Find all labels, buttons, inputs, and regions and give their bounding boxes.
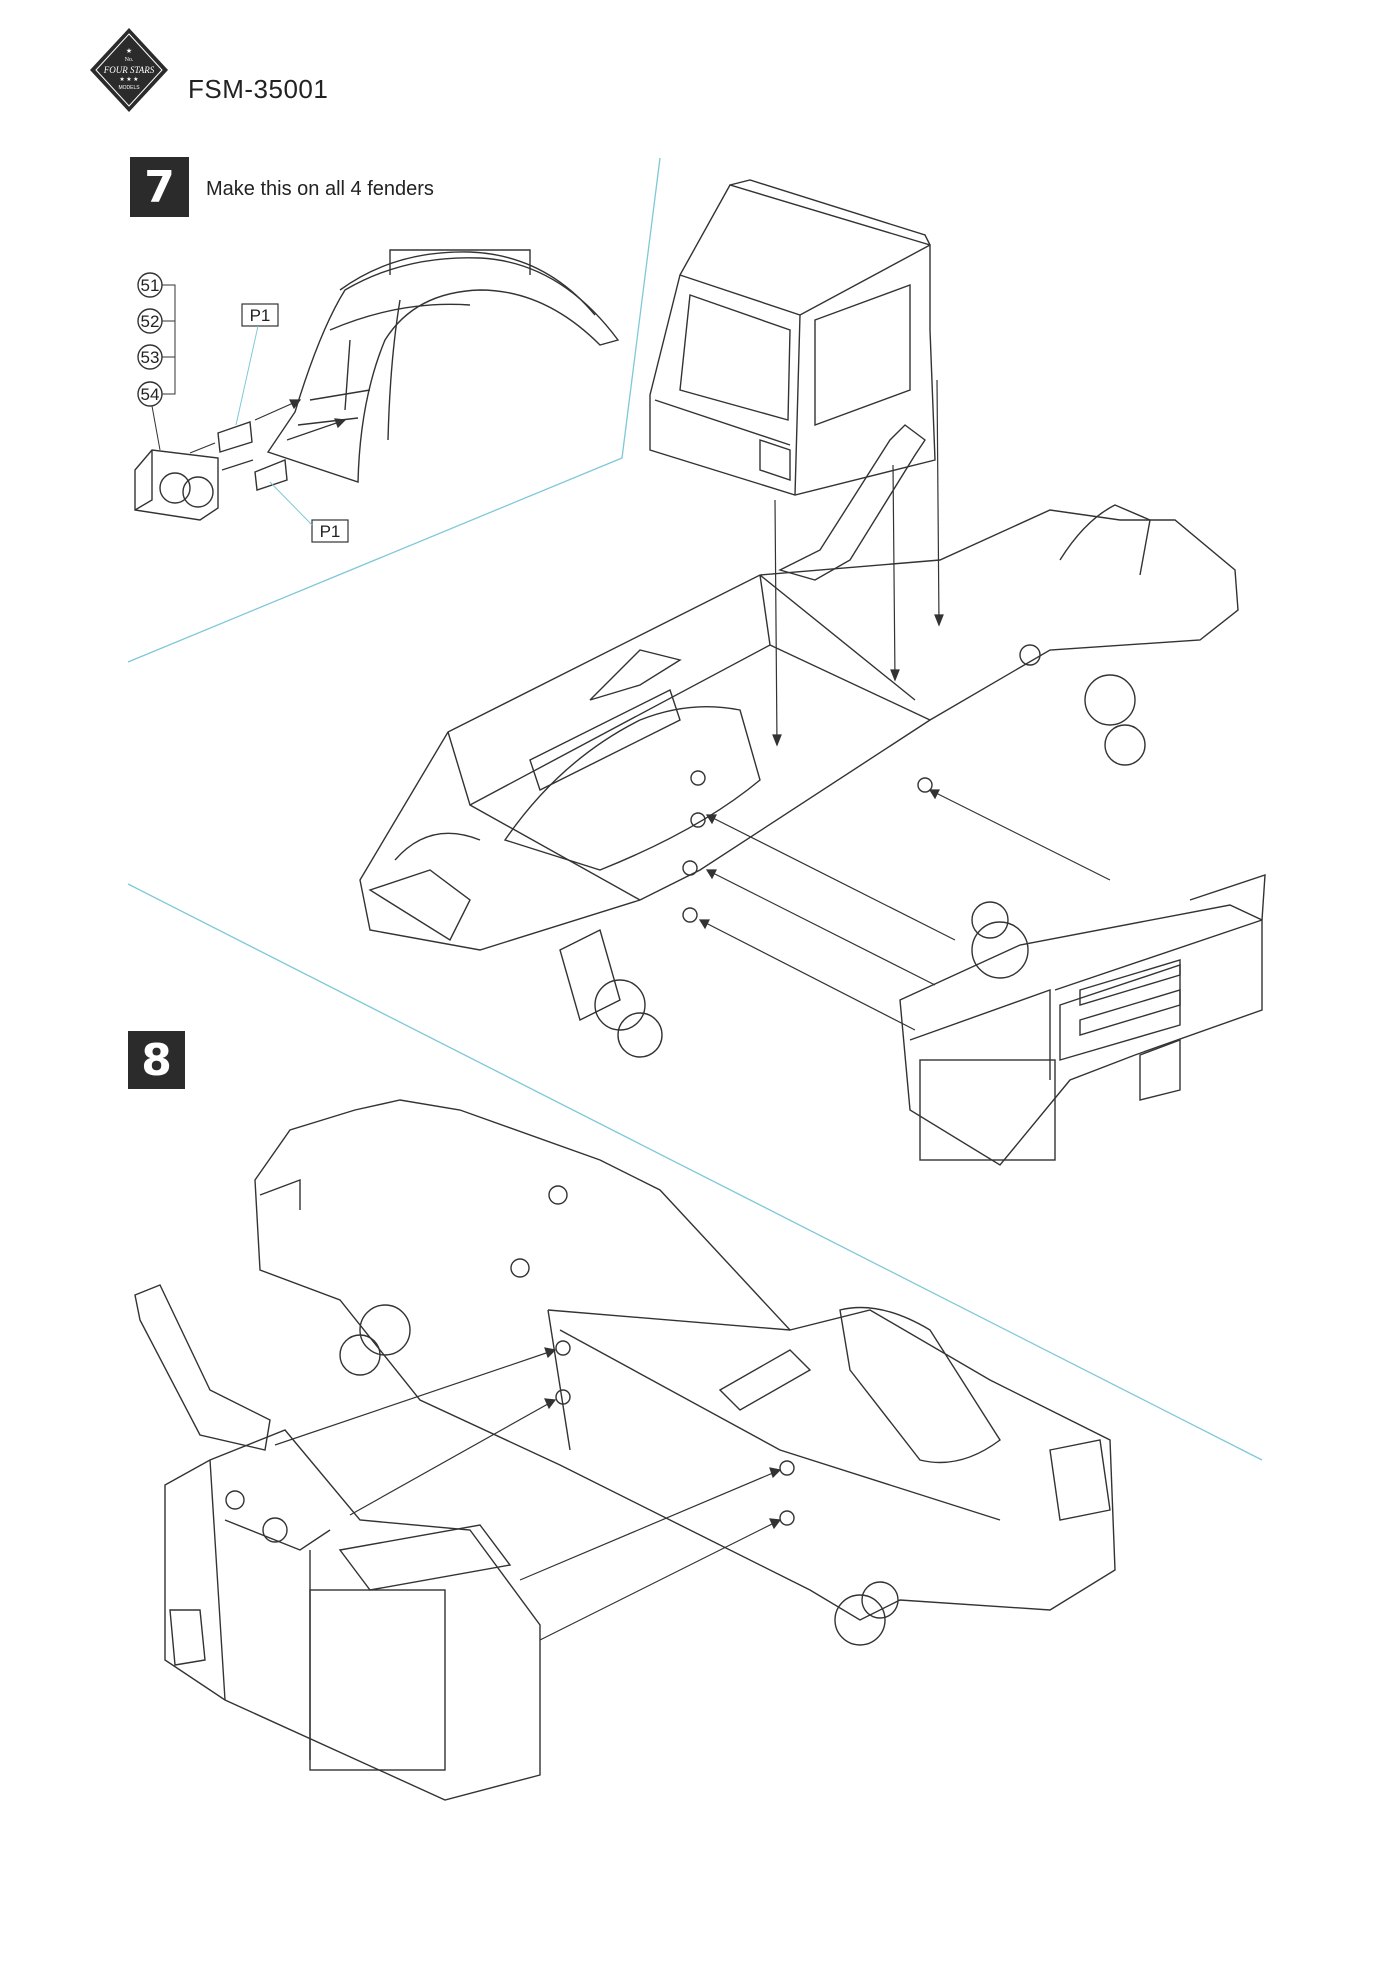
exhaust-pipe-step-7: [589, 424, 926, 701]
fender-arrows: [189, 399, 347, 471]
cab: [649, 179, 936, 496]
engine-module: [899, 874, 1266, 1166]
svg-text:53: 53: [141, 348, 160, 367]
section-dividers: [127, 157, 1263, 1461]
assembly-arrows-step-8: [274, 1347, 782, 1641]
fender-assembly: [266, 249, 620, 483]
frame-step-7: [359, 504, 1239, 1058]
step-7-badge: 7: [130, 157, 189, 217]
part-callouts: 51 52 53 54: [137, 272, 176, 451]
headlight-housing: [134, 449, 219, 521]
svg-text:52: 52: [141, 312, 160, 331]
exhaust-pipe-step-8: [134, 1284, 271, 1451]
svg-text:MODELS: MODELS: [118, 85, 140, 91]
svg-text:No.: No.: [125, 57, 134, 63]
page-header: ★ No. FOUR STARS ★ ★ ★ MODELS FSM-35001: [88, 26, 508, 116]
step-7-instruction: Make this on all 4 fenders: [206, 178, 434, 200]
svg-text:P1: P1: [250, 306, 271, 325]
frame-step-8: [254, 1099, 1116, 1646]
four-stars-logo: ★ No. FOUR STARS ★ ★ ★ MODELS: [90, 28, 168, 112]
engine-module-step-8: [164, 1429, 541, 1801]
assembly-arrows-step-7: [698, 379, 1111, 1031]
svg-text:★ ★ ★: ★ ★ ★: [119, 76, 138, 83]
svg-text:P1: P1: [320, 522, 341, 541]
step-8-badge: 8: [128, 1031, 185, 1089]
svg-text:FOUR STARS: FOUR STARS: [103, 65, 155, 75]
product-code: FSM-35001: [188, 74, 329, 104]
p1-labels: P1 P1: [235, 303, 349, 543]
svg-text:51: 51: [141, 276, 160, 295]
svg-text:54: 54: [141, 385, 160, 404]
svg-text:★: ★: [126, 47, 132, 55]
photo-etch-parts: [217, 421, 288, 491]
